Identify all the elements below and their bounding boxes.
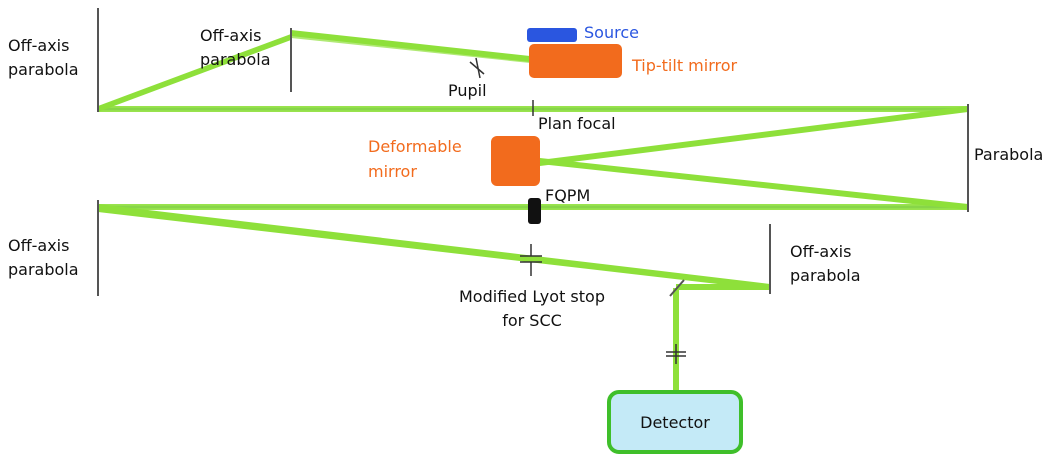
oap-left-bottom-label-line2: parabola: [8, 260, 79, 279]
detector-box: [607, 390, 743, 454]
deformable-mirror-label-line2: mirror: [368, 162, 417, 181]
beam-to-right-oap: [98, 204, 770, 290]
oap-left-top-label-line2: parabola: [8, 60, 79, 79]
beam-fold-to-detector: [673, 288, 679, 392]
oap-left-bottom-label-line1: Off-axis: [8, 236, 69, 255]
plan-focal-label: Plan focal: [538, 114, 616, 133]
source-block: [527, 28, 577, 42]
beam-oap-to-left: [98, 34, 291, 112]
oap-left-top-label-line1: Off-axis: [8, 36, 69, 55]
stops: [469, 57, 686, 364]
oap-right-bottom-label-line2: parabola: [790, 266, 861, 285]
beam-dm-to-parabola-upper: [540, 106, 968, 166]
pupil-marker-b: [475, 57, 481, 79]
lyot-stop-label-line2: for SCC: [502, 311, 562, 330]
oap-inner-top-label-line2: parabola: [200, 50, 271, 69]
beam-right-oap-to-fold: [676, 284, 770, 290]
beam-dm-to-parabola-lower: [540, 158, 968, 210]
pupil-label: Pupil: [448, 81, 487, 100]
mirrors: [97, 8, 969, 297]
source-label: Source: [584, 23, 639, 42]
lyot-stop-label-line1: Modified Lyot stop: [459, 287, 605, 306]
oap-right-bottom-label-line1: Off-axis: [790, 242, 851, 261]
detector-label: Detector: [640, 413, 710, 432]
fqpm-block: [528, 198, 541, 224]
deformable-mirror-label-line1: Deformable: [368, 137, 462, 156]
parabola-label: Parabola: [974, 145, 1043, 164]
tip-tilt-mirror-block: [529, 44, 622, 78]
beam-oap-to-tiptilt: [291, 32, 530, 63]
pupil-marker-a: [469, 61, 485, 75]
deformable-mirror-block: [491, 136, 540, 186]
fold-mirror: [669, 279, 685, 297]
oap-inner-top-label-line1: Off-axis: [200, 26, 261, 45]
labels: Off-axis parabola Off-axis parabola Sour…: [8, 23, 1043, 432]
tip-tilt-label: Tip-tilt mirror: [631, 56, 738, 75]
fqpm-label: FQPM: [545, 186, 590, 205]
